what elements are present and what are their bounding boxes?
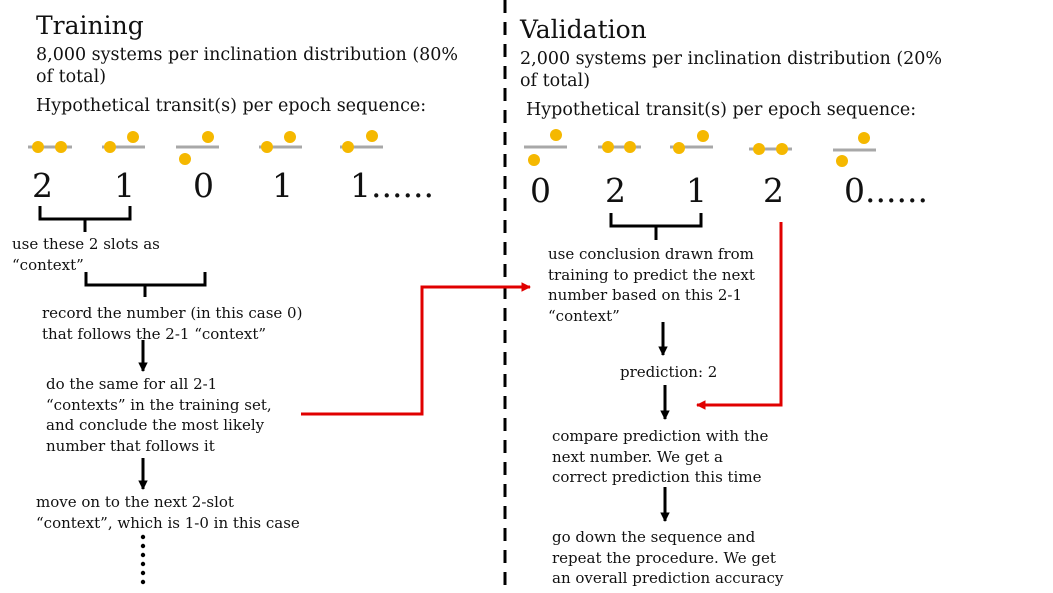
- validation-description: 2,000 systems per inclination distributi…: [520, 49, 943, 91]
- transit-icon-two: [598, 141, 641, 153]
- validation-step-use: use conclusion drawn from training to pr…: [548, 245, 755, 325]
- transit-icon-two: [749, 143, 792, 155]
- training-to-validation-arrow: [301, 282, 531, 416]
- transit-icon-one: [102, 131, 145, 153]
- transit-icon-zero: [524, 129, 567, 166]
- transit-icon-one: [670, 130, 713, 154]
- validation-step-repeat: go down the sequence and repeat the proc…: [552, 528, 784, 587]
- transit-icon-zero: [833, 132, 876, 167]
- training-step-same: do the same for all 2-1 “contexts” in th…: [46, 375, 272, 455]
- validation-step-prediction: prediction: 2: [620, 363, 718, 381]
- transit-icon-two: [28, 141, 72, 153]
- training-seq-item: 1: [114, 166, 135, 205]
- next-number-arrow: [696, 222, 783, 410]
- training-title: Training: [36, 11, 144, 40]
- transit-icon-one: [259, 131, 302, 153]
- training-sequence-label: Hypothetical transit(s) per epoch sequen…: [36, 96, 427, 116]
- validation-seq-item: 0......: [844, 171, 928, 210]
- validation-title: Validation: [520, 15, 647, 44]
- validation-seq-item: 1: [686, 171, 707, 210]
- transit-icon-zero: [176, 131, 219, 165]
- training-description: 8,000 systems per inclination distributi…: [36, 45, 459, 87]
- context-brace: [609, 213, 703, 240]
- training-step-context: use these 2 slots as “context”: [12, 235, 160, 274]
- transit-icon-one: [340, 130, 383, 153]
- training-seq-item: 2: [32, 166, 53, 205]
- context-brace: [38, 206, 132, 232]
- training-seq-item: 1: [272, 166, 293, 205]
- record-brace: [84, 272, 207, 297]
- validation-sequence-label: Hypothetical transit(s) per epoch sequen…: [526, 100, 917, 120]
- training-seq-item: 0: [193, 166, 214, 205]
- validation-seq-item: 2: [763, 171, 784, 210]
- training-step-move: move on to the next 2-slot “context”, wh…: [36, 493, 300, 532]
- training-step-record: record the number (in this case 0) that …: [42, 304, 303, 343]
- continuation-dots: [140, 534, 146, 585]
- validation-seq-item: 2: [605, 171, 626, 210]
- validation-step-compare: compare prediction with the next number.…: [552, 427, 769, 486]
- training-seq-item: 1......: [350, 166, 434, 205]
- validation-seq-item: 0: [530, 171, 551, 210]
